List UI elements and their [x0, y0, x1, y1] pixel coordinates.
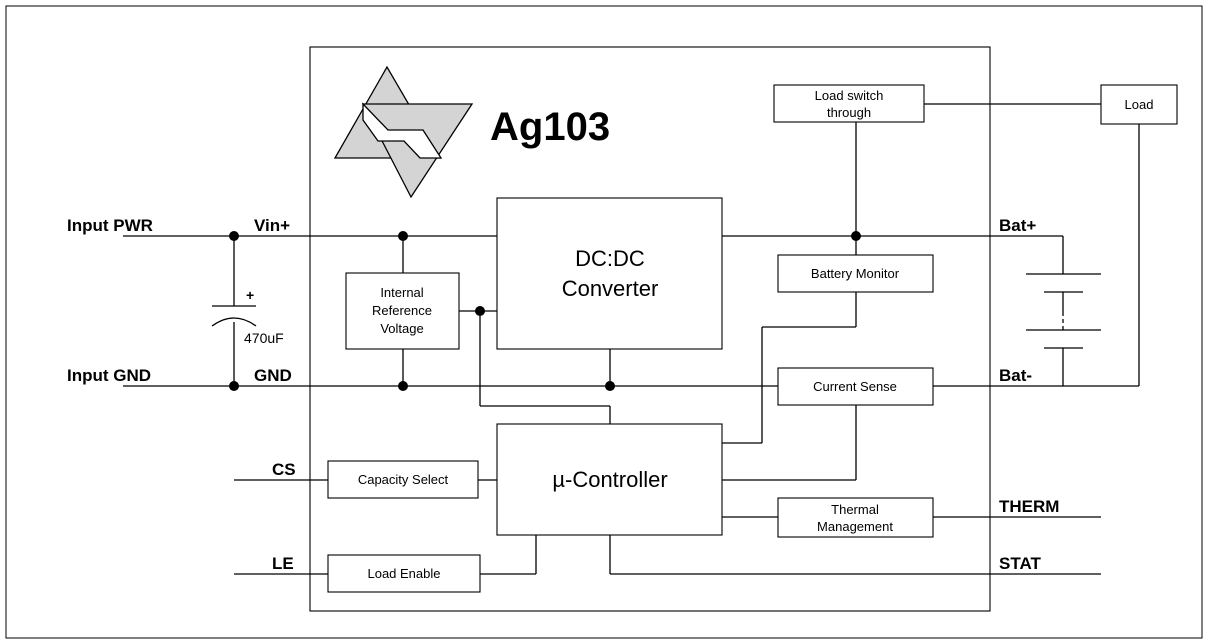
capacity-select-label: Capacity Select	[358, 472, 449, 487]
pin-input-gnd: Input GND	[67, 366, 151, 385]
battery-icon	[1026, 273, 1101, 349]
thermal-label-2: Management	[817, 519, 893, 534]
capacitor-value: 470uF	[244, 330, 284, 346]
load-enable-block	[327, 554, 481, 593]
internal-ref-label-1: Internal	[380, 285, 423, 300]
internal-ref-label-2: Reference	[372, 303, 432, 318]
load-switch-block	[773, 84, 925, 123]
load-switch-label-2: through	[827, 105, 871, 120]
pin-stat: STAT	[999, 554, 1041, 573]
microcontroller-block	[496, 423, 723, 536]
pin-therm: THERM	[999, 497, 1059, 516]
capacitor-icon	[211, 305, 257, 327]
current-sense-block	[777, 367, 934, 406]
capacity-select-block	[327, 460, 479, 499]
pin-cs: CS	[272, 460, 296, 479]
pin-gnd: GND	[254, 366, 292, 385]
wiring	[123, 103, 1140, 575]
dcdc-label-1: DC:DC	[575, 246, 645, 271]
pin-bat-minus: Bat-	[999, 366, 1032, 385]
pin-le: LE	[272, 554, 294, 573]
dcdc-label-2: Converter	[562, 276, 659, 301]
pin-vin-plus: Vin+	[254, 216, 290, 235]
microcontroller-label: µ-Controller	[552, 467, 667, 492]
battery-monitor-label: Battery Monitor	[811, 266, 900, 281]
load-switch-label-1: Load switch	[815, 88, 884, 103]
chip-logo-icon	[333, 65, 474, 199]
load-enable-label: Load Enable	[367, 566, 440, 581]
current-sense-label: Current Sense	[813, 379, 897, 394]
dcdc-converter-block	[496, 197, 723, 350]
chip-title: Ag103	[490, 105, 610, 149]
pin-input-pwr: Input PWR	[67, 216, 153, 235]
pin-bat-plus: Bat+	[999, 216, 1036, 235]
internal-ref-label-3: Voltage	[380, 321, 423, 336]
battery-monitor-block	[777, 254, 934, 293]
load-label: Load	[1125, 97, 1154, 112]
thermal-label-1: Thermal	[831, 502, 879, 517]
thermal-management-block	[777, 497, 934, 538]
capacitor-polarity: +	[246, 287, 254, 303]
junction-dots	[229, 231, 861, 391]
internal-reference-block	[345, 272, 460, 350]
load-block	[1100, 84, 1178, 125]
